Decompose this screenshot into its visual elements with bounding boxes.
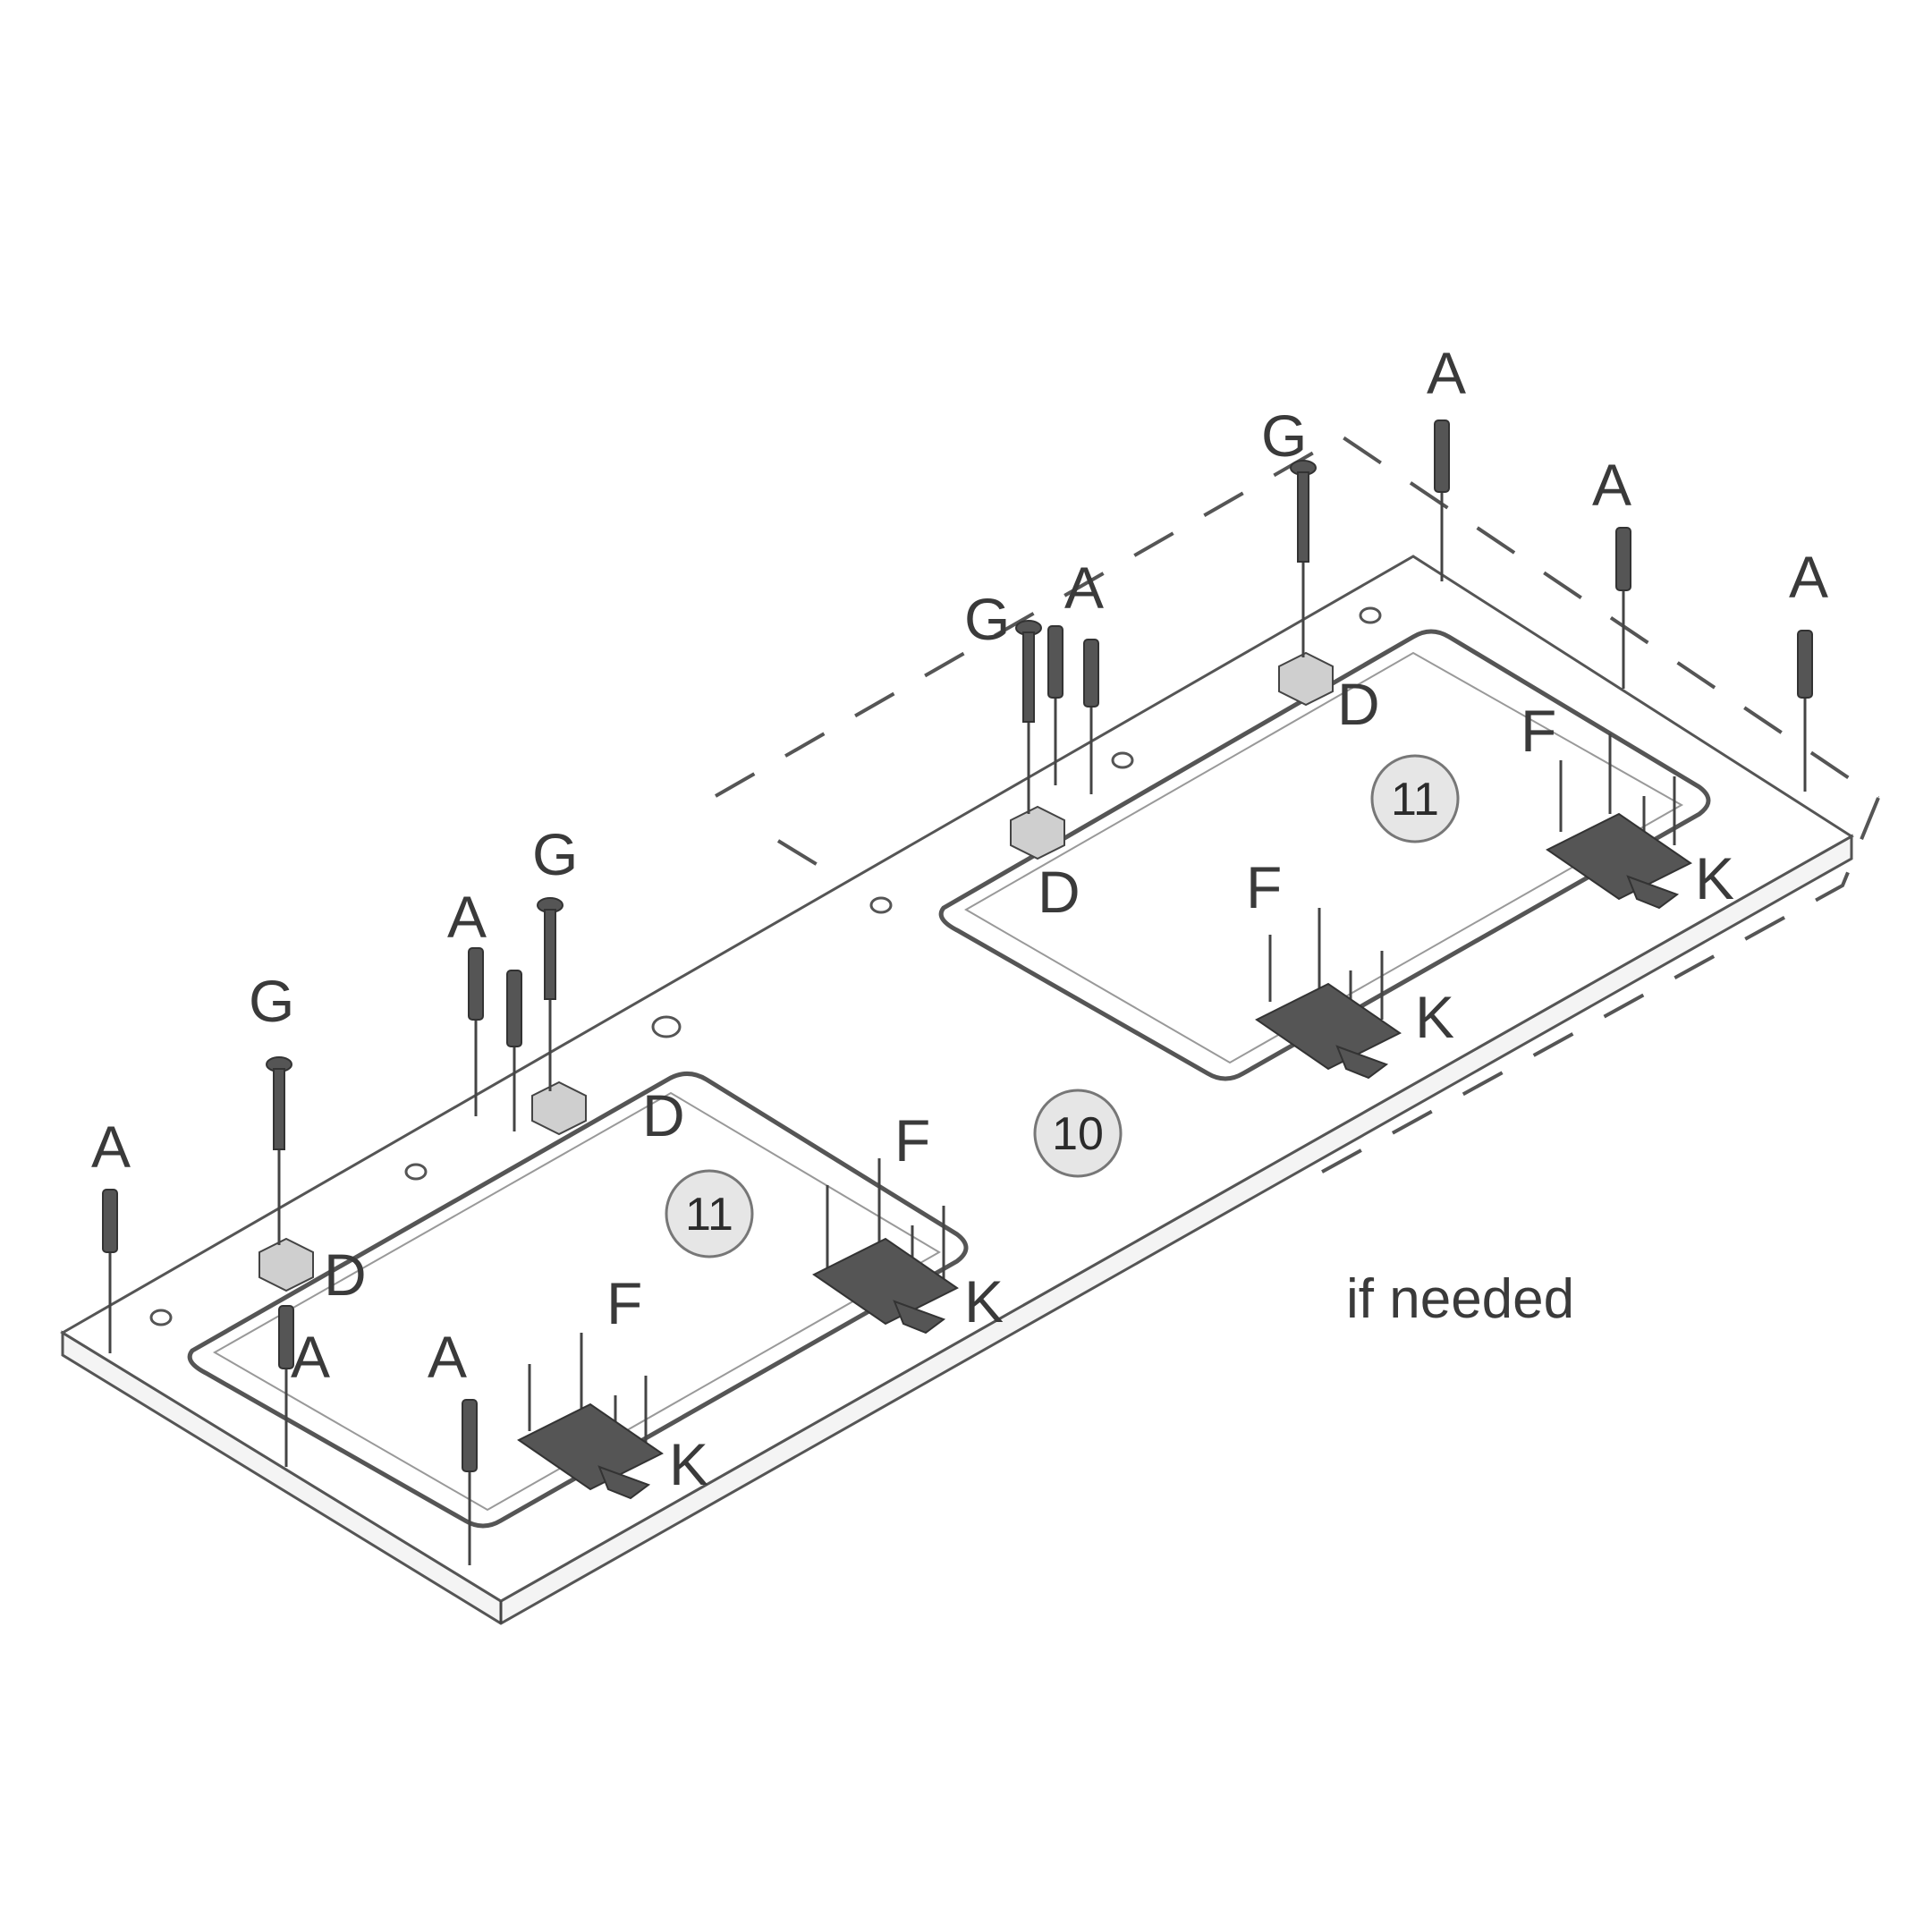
label-a: A xyxy=(1789,544,1828,610)
label-a: A xyxy=(1592,452,1631,518)
label-g: G xyxy=(1261,402,1307,469)
hole xyxy=(869,896,893,914)
step-number-left: 11 xyxy=(685,1189,733,1241)
label-a: A xyxy=(291,1324,330,1390)
clip-assembly xyxy=(812,1158,959,1335)
bracket-d-group xyxy=(258,651,1334,1292)
clip-assembly xyxy=(1255,908,1402,1080)
label-d: D xyxy=(642,1082,685,1148)
hole xyxy=(651,1015,682,1038)
bolt-g xyxy=(1015,620,1042,814)
part-labels: A A A A A A A A G G G G D D D D F F F F … xyxy=(91,340,1828,1497)
label-f: F xyxy=(894,1107,930,1174)
label-k: K xyxy=(669,1431,708,1497)
screw-a xyxy=(1083,639,1099,794)
screw-a xyxy=(1434,419,1450,581)
step-number-right: 11 xyxy=(1391,774,1439,826)
label-a: A xyxy=(91,1114,131,1180)
screw-a xyxy=(278,1305,294,1467)
label-a: A xyxy=(428,1324,467,1390)
screw-a xyxy=(1797,630,1813,792)
screw-a xyxy=(462,1399,478,1565)
label-f: F xyxy=(1521,698,1556,764)
bolt-g xyxy=(537,897,564,1091)
if-needed-note: if needed xyxy=(1346,1268,1574,1330)
bracket-d xyxy=(1278,651,1334,707)
step-badge-right xyxy=(1370,754,1460,843)
step-number-middle: 10 xyxy=(1052,1108,1104,1160)
hole xyxy=(1359,606,1382,624)
screw-a xyxy=(506,970,522,1131)
screw-a xyxy=(1615,527,1631,689)
label-k: K xyxy=(1415,984,1454,1050)
hole xyxy=(1111,751,1134,769)
right-basin-cutout xyxy=(938,629,1711,1081)
clip-assembly xyxy=(517,1333,664,1500)
step-badge-middle xyxy=(1033,1089,1123,1178)
label-d: D xyxy=(1337,671,1380,737)
label-g: G xyxy=(249,968,294,1034)
label-g: G xyxy=(532,821,578,887)
screw-a xyxy=(468,947,484,1116)
label-a: A xyxy=(447,884,487,950)
bolts-g xyxy=(266,460,1317,1245)
label-k: K xyxy=(964,1268,1004,1335)
bracket-d xyxy=(531,1080,587,1136)
label-d: D xyxy=(324,1241,367,1308)
step-badge-left xyxy=(665,1169,754,1258)
label-k: K xyxy=(1695,845,1734,911)
label-f: F xyxy=(606,1270,642,1336)
label-a: A xyxy=(1064,555,1104,621)
screws-a xyxy=(102,419,1813,1565)
label-d: D xyxy=(1038,859,1080,925)
hole xyxy=(404,1163,428,1181)
bolt-g xyxy=(266,1056,292,1245)
bracket-d xyxy=(258,1237,314,1292)
drill-holes xyxy=(149,606,1382,1326)
step-badges: 11 10 11 xyxy=(665,754,1460,1258)
left-basin-cutout xyxy=(187,1072,969,1529)
screw-a xyxy=(102,1189,118,1353)
label-f: F xyxy=(1246,854,1282,920)
clips-fk xyxy=(517,733,1692,1500)
clip-assembly xyxy=(1546,733,1692,910)
screw-a xyxy=(1047,625,1063,785)
bolt-g xyxy=(1290,460,1317,657)
label-a: A xyxy=(1427,340,1466,406)
label-g: G xyxy=(964,586,1010,652)
bracket-d xyxy=(1010,805,1065,860)
hole xyxy=(149,1309,173,1326)
